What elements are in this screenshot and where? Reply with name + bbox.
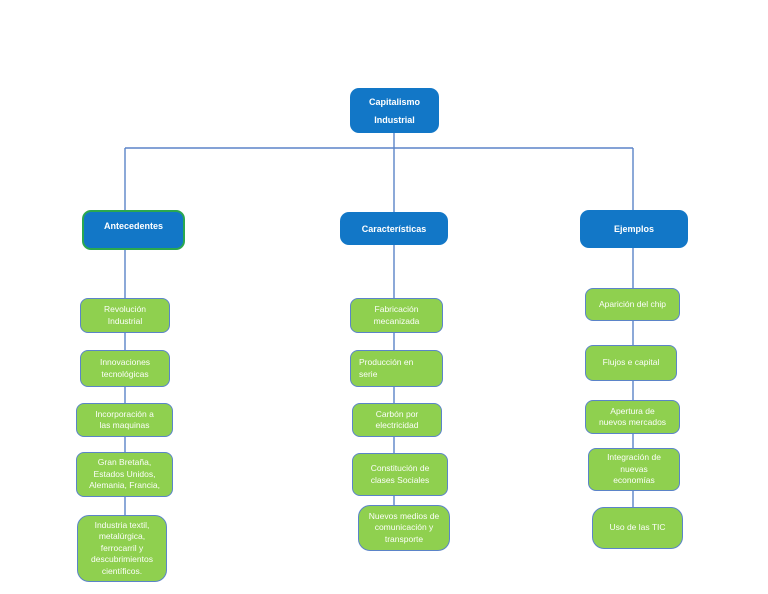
node-innovaciones-tecnologicas: Innovaciones tecnológicas — [80, 350, 170, 387]
node-fabricacion-mecanizada: Fabricación mecanizada — [350, 298, 443, 333]
node-paises: Gran Bretaña, Estados Unidos, Alemania, … — [76, 452, 173, 497]
branch-header-caracteristicas: Características — [340, 212, 448, 245]
node-revolucion-industrial: Revolución Industrial — [80, 298, 170, 333]
branch-header-ejemplos: Ejemplos — [580, 210, 688, 248]
node-carbon-por-electricidad: Carbón por electricidad — [352, 403, 442, 437]
node-industria-textil: Industria textil, metalúrgica, ferrocarr… — [77, 515, 167, 582]
node-nuevos-medios: Nuevos medios de comunicación y transpor… — [358, 505, 450, 551]
node-produccion-en-serie: Producción en serie — [350, 350, 443, 387]
node-aparicion-del-chip: Aparición del chip — [585, 288, 680, 321]
node-apertura-mercados: Apertura de nuevos mercados — [585, 400, 680, 434]
branch-header-antecedentes: Antecedentes — [82, 210, 185, 250]
node-integracion-economias: Integración de nuevas economías — [588, 448, 680, 491]
node-constitucion-clases: Constitución de clases Sociales — [352, 453, 448, 496]
node-capitalismo-industrial: Capitalismo Industrial — [350, 88, 439, 133]
node-uso-de-las-tic: Uso de las TIC — [592, 507, 683, 549]
node-incorporacion-maquinas: Incorporación a las maquinas — [76, 403, 173, 437]
node-flujos-e-capital: Flujos e capital — [585, 345, 677, 381]
